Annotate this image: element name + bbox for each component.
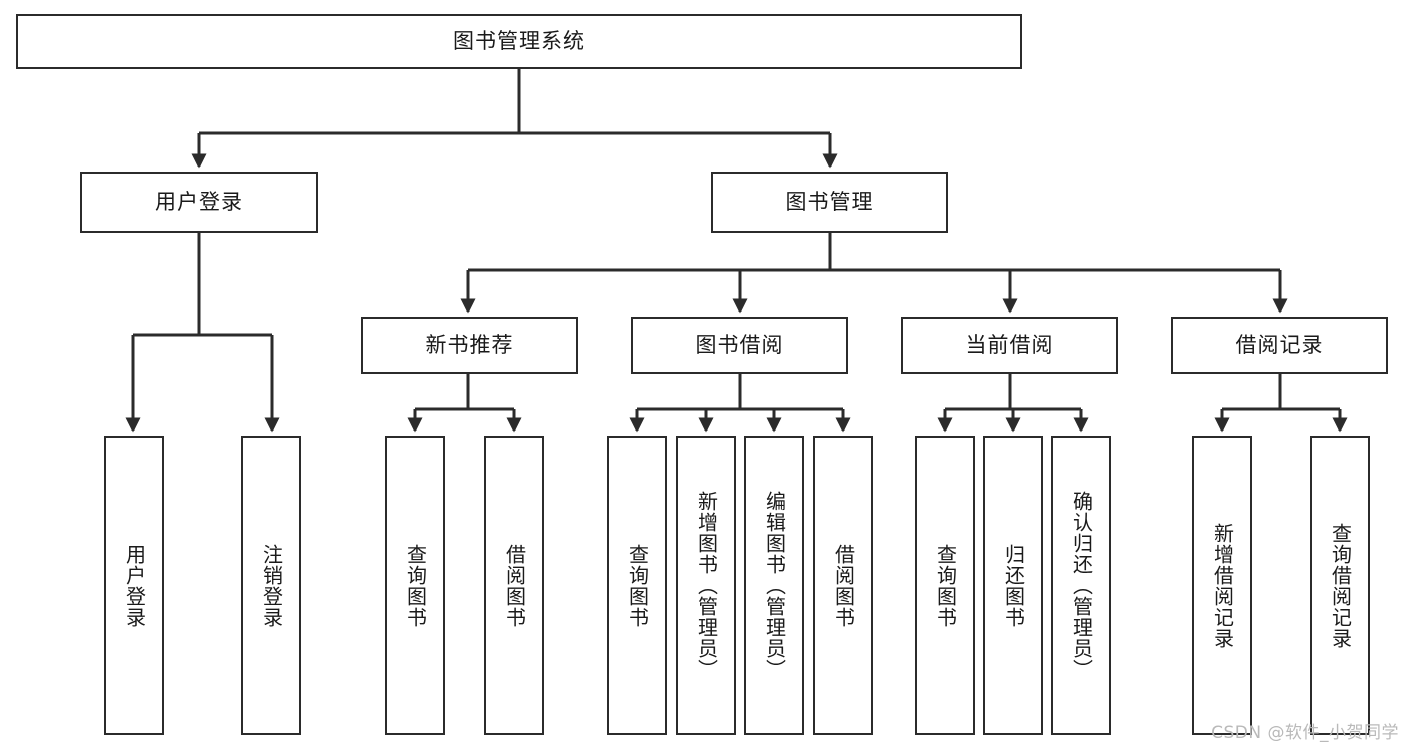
node-leaf-query-book-borrow-label: 查询图书 [625,543,650,628]
node-current-borrow[interactable]: 当前借阅 [901,317,1118,374]
node-leaf-confirm-return-label: 确认归还（管理员） [1069,491,1094,680]
node-borrow-record-label: 借阅记录 [1235,332,1324,357]
node-book-manage-label: 图书管理 [785,189,874,214]
node-leaf-return-book-label: 归还图书 [1001,543,1026,628]
node-book-borrow[interactable]: 图书借阅 [631,317,848,374]
node-user-login-label: 用户登录 [155,189,243,214]
node-leaf-add-borrow-record[interactable]: 新增借阅记录 [1192,436,1252,735]
node-leaf-return-book[interactable]: 归还图书 [983,436,1043,735]
node-leaf-edit-book-label: 编辑图书（管理员） [762,491,787,680]
node-borrow-record[interactable]: 借阅记录 [1171,317,1388,374]
node-root[interactable]: 图书管理系统 [16,14,1022,69]
csdn-watermark: CSDN @软件_小贺同学 [1211,723,1399,743]
node-user-login[interactable]: 用户登录 [80,172,318,233]
node-book-borrow-label: 图书借阅 [695,332,784,357]
node-leaf-add-book-label: 新增图书（管理员） [694,491,719,680]
node-leaf-query-book-recommend-label: 查询图书 [403,543,428,628]
node-leaf-edit-book[interactable]: 编辑图书（管理员） [744,436,804,735]
node-root-label: 图书管理系统 [453,28,585,53]
node-leaf-borrow-book-recommend[interactable]: 借阅图书 [484,436,544,735]
node-leaf-add-book[interactable]: 新增图书（管理员） [676,436,736,735]
node-leaf-borrow-book-label: 借阅图书 [831,543,856,628]
node-leaf-query-book-current-label: 查询图书 [933,543,958,628]
node-leaf-borrow-book-recommend-label: 借阅图书 [502,543,527,628]
node-leaf-query-book-recommend[interactable]: 查询图书 [385,436,445,735]
node-leaf-user-login-label: 用户登录 [122,543,147,628]
node-new-book-recommend-label: 新书推荐 [425,332,514,357]
node-leaf-query-book-current[interactable]: 查询图书 [915,436,975,735]
node-leaf-query-borrow-record[interactable]: 查询借阅记录 [1310,436,1370,735]
node-leaf-user-logout-label: 注销登录 [259,543,284,628]
node-leaf-query-borrow-record-label: 查询借阅记录 [1328,522,1353,649]
node-leaf-user-logout[interactable]: 注销登录 [241,436,301,735]
node-leaf-add-borrow-record-label: 新增借阅记录 [1210,522,1235,649]
node-leaf-user-login[interactable]: 用户登录 [104,436,164,735]
node-current-borrow-label: 当前借阅 [965,332,1054,357]
node-leaf-confirm-return[interactable]: 确认归还（管理员） [1051,436,1111,735]
node-leaf-borrow-book[interactable]: 借阅图书 [813,436,873,735]
node-leaf-query-book-borrow[interactable]: 查询图书 [607,436,667,735]
node-new-book-recommend[interactable]: 新书推荐 [361,317,578,374]
node-book-manage[interactable]: 图书管理 [711,172,948,233]
